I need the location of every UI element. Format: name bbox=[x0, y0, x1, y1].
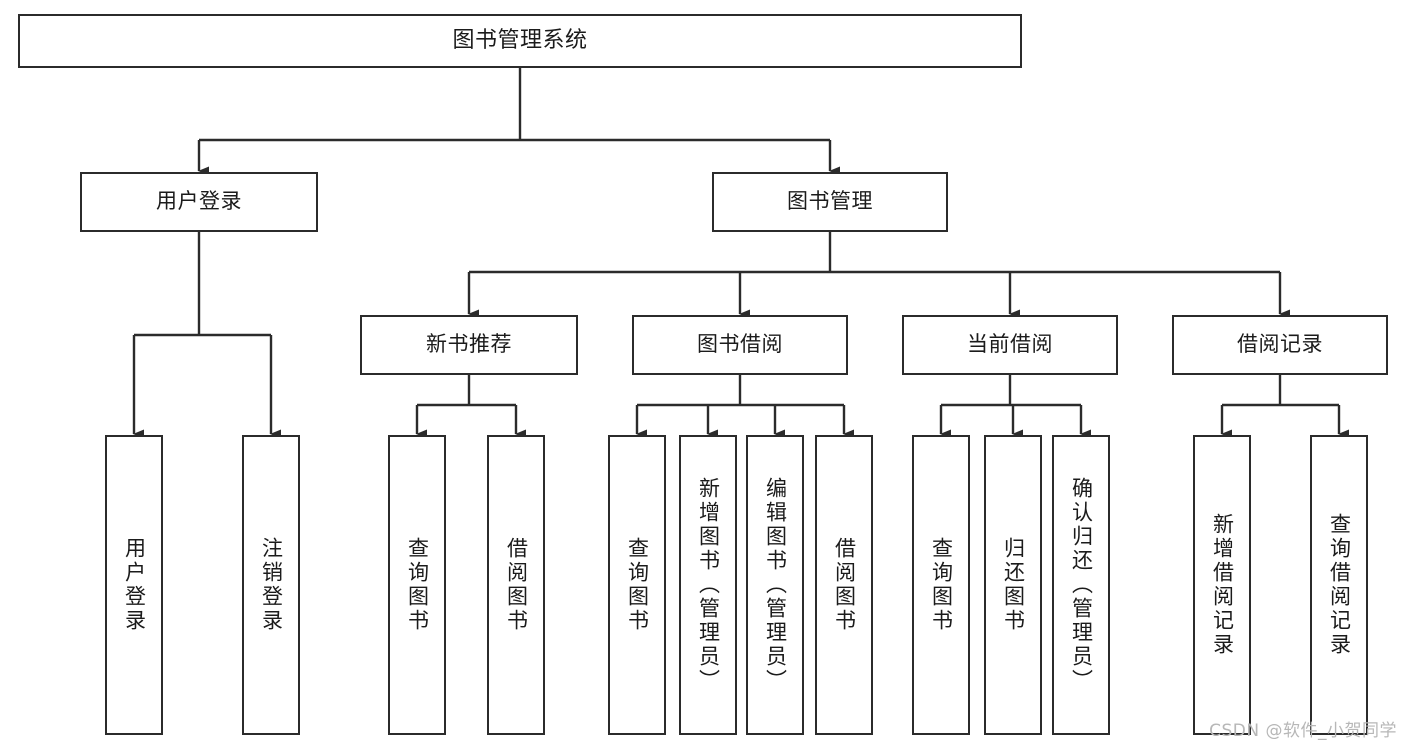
node-label: 借阅图书 bbox=[832, 537, 857, 633]
leaf-query-book-borrow[interactable]: 查询图书 bbox=[608, 435, 666, 735]
node-user-login[interactable]: 用户登录 bbox=[80, 172, 318, 232]
node-current-borrowing[interactable]: 当前借阅 bbox=[902, 315, 1118, 375]
node-label: 查询借阅记录 bbox=[1327, 513, 1352, 657]
node-label: 借阅记录 bbox=[1237, 332, 1323, 357]
leaf-query-book-rec[interactable]: 查询图书 bbox=[388, 435, 446, 735]
node-label: 用户登录 bbox=[156, 189, 242, 214]
leaf-logout[interactable]: 注销登录 bbox=[242, 435, 300, 735]
node-label: 归还图书 bbox=[1001, 537, 1026, 633]
leaf-return-book[interactable]: 归还图书 bbox=[984, 435, 1042, 735]
leaf-query-borrow-record[interactable]: 查询借阅记录 bbox=[1310, 435, 1368, 735]
watermark: CSDN @软件_小贺同学 bbox=[1209, 721, 1397, 741]
node-root-system[interactable]: 图书管理系统 bbox=[18, 14, 1022, 68]
leaf-edit-book-admin[interactable]: 编辑图书（管理员） bbox=[746, 435, 804, 735]
leaf-borrow-book-rec[interactable]: 借阅图书 bbox=[487, 435, 545, 735]
node-label: 当前借阅 bbox=[967, 332, 1053, 357]
node-label: 图书管理系统 bbox=[452, 27, 588, 53]
node-label: 新增借阅记录 bbox=[1210, 513, 1235, 657]
node-label: 查询图书 bbox=[405, 537, 430, 633]
node-label: 用户登录 bbox=[122, 537, 147, 633]
leaf-borrow-book-borrow[interactable]: 借阅图书 bbox=[815, 435, 873, 735]
node-label: 借阅图书 bbox=[504, 537, 529, 633]
node-new-book-recommendation[interactable]: 新书推荐 bbox=[360, 315, 578, 375]
leaf-user-login[interactable]: 用户登录 bbox=[105, 435, 163, 735]
node-book-borrowing[interactable]: 图书借阅 bbox=[632, 315, 848, 375]
leaf-add-borrow-record[interactable]: 新增借阅记录 bbox=[1193, 435, 1251, 735]
leaf-add-book-admin[interactable]: 新增图书（管理员） bbox=[679, 435, 737, 735]
node-label: 编辑图书（管理员） bbox=[763, 477, 788, 693]
node-label: 注销登录 bbox=[259, 537, 284, 633]
node-label: 查询图书 bbox=[929, 537, 954, 633]
node-label: 新增图书（管理员） bbox=[696, 477, 721, 693]
node-label: 图书借阅 bbox=[697, 332, 783, 357]
node-label: 查询图书 bbox=[625, 537, 650, 633]
node-borrowing-record[interactable]: 借阅记录 bbox=[1172, 315, 1388, 375]
node-label: 图书管理 bbox=[787, 189, 873, 214]
leaf-query-book-current[interactable]: 查询图书 bbox=[912, 435, 970, 735]
leaf-confirm-return-admin[interactable]: 确认归还（管理员） bbox=[1052, 435, 1110, 735]
node-label: 新书推荐 bbox=[426, 332, 512, 357]
node-book-management[interactable]: 图书管理 bbox=[712, 172, 948, 232]
node-label: 确认归还（管理员） bbox=[1069, 477, 1094, 693]
